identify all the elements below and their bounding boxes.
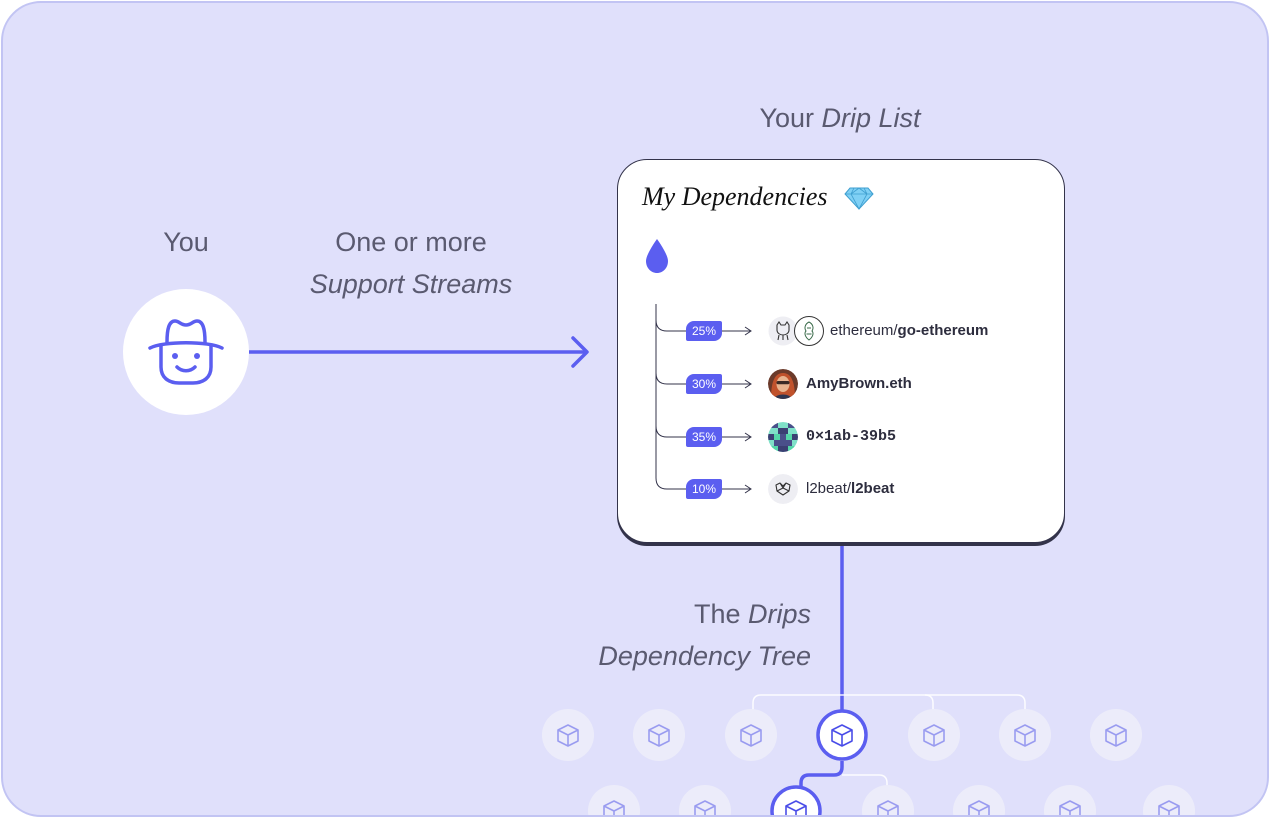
- drip-list-prefix: Your: [759, 103, 822, 133]
- recipient-label[interactable]: l2beat/l2beat: [806, 479, 894, 499]
- tree-label-line2: Dependency Tree: [598, 641, 811, 671]
- drip-list-emphasis: Drip List: [821, 103, 921, 133]
- tree-node: [862, 785, 914, 815]
- recipient-owner: ethereum/: [830, 322, 898, 339]
- recipient-name: l2beat: [851, 480, 895, 497]
- percent-badge: 25%: [686, 321, 722, 341]
- support-streams-label: One or more Support Streams: [271, 221, 551, 305]
- pixel-avatar-icon: [768, 422, 798, 452]
- recipient-label[interactable]: 0×1ab-39b5: [806, 427, 896, 447]
- tree-branch-faint: [842, 774, 888, 793]
- recipient-name: AmyBrown.eth: [806, 375, 912, 392]
- tree-node-row-2: [588, 785, 1195, 815]
- dependency-tree-label: The Drips Dependency Tree: [511, 593, 811, 677]
- tree-branch-faint: [752, 694, 1026, 713]
- eye-left: [172, 353, 178, 359]
- arrow-head: [571, 336, 589, 368]
- percent-badge: 30%: [686, 374, 722, 394]
- tree-node: [588, 785, 640, 815]
- support-streams-line1: One or more: [335, 227, 487, 257]
- tree-node: [1143, 785, 1195, 815]
- you-label: You: [163, 227, 209, 257]
- eye-right: [194, 353, 200, 359]
- tree-label-emphasis: Drips: [747, 599, 811, 629]
- support-streams-line2: Support Streams: [309, 269, 513, 299]
- drip-list-title: My Dependencies: [642, 182, 828, 211]
- tree-route-line: [799, 761, 844, 793]
- recipient-name: go-ethereum: [897, 322, 989, 339]
- tree-label-prefix: The: [693, 599, 748, 629]
- tree-node: [1044, 785, 1096, 815]
- recipient-name: 0×1ab-39b5: [806, 428, 897, 445]
- percent-badge: 35%: [686, 427, 722, 447]
- recipient-label[interactable]: ethereum/go-ethereum: [830, 321, 988, 341]
- tree-branch-faint: [924, 694, 934, 713]
- recipient-owner: l2beat/: [806, 480, 852, 497]
- tree-node: [679, 785, 731, 815]
- gem-icon: [844, 187, 874, 210]
- connection-lines: [249, 336, 1195, 815]
- drip-list-card[interactable]: My Dependencies 25% 30% 35% 10%: [617, 159, 1065, 543]
- avatar-photo-icon: [768, 369, 798, 399]
- l2beat-logo-icon: [768, 474, 798, 504]
- recipient-tree-lines: [655, 304, 752, 494]
- tree-node-row-1: [542, 709, 1142, 761]
- you-avatar: [123, 289, 249, 415]
- percent-badge: 10%: [686, 479, 722, 499]
- tree-node: [953, 785, 1005, 815]
- drop-icon: [646, 239, 668, 273]
- cowboy-face-icon: [148, 319, 224, 385]
- drip-list-heading: Your Drip List: [617, 97, 1063, 139]
- recipient-label[interactable]: AmyBrown.eth: [806, 374, 912, 394]
- github-octocat-icon: [768, 316, 824, 346]
